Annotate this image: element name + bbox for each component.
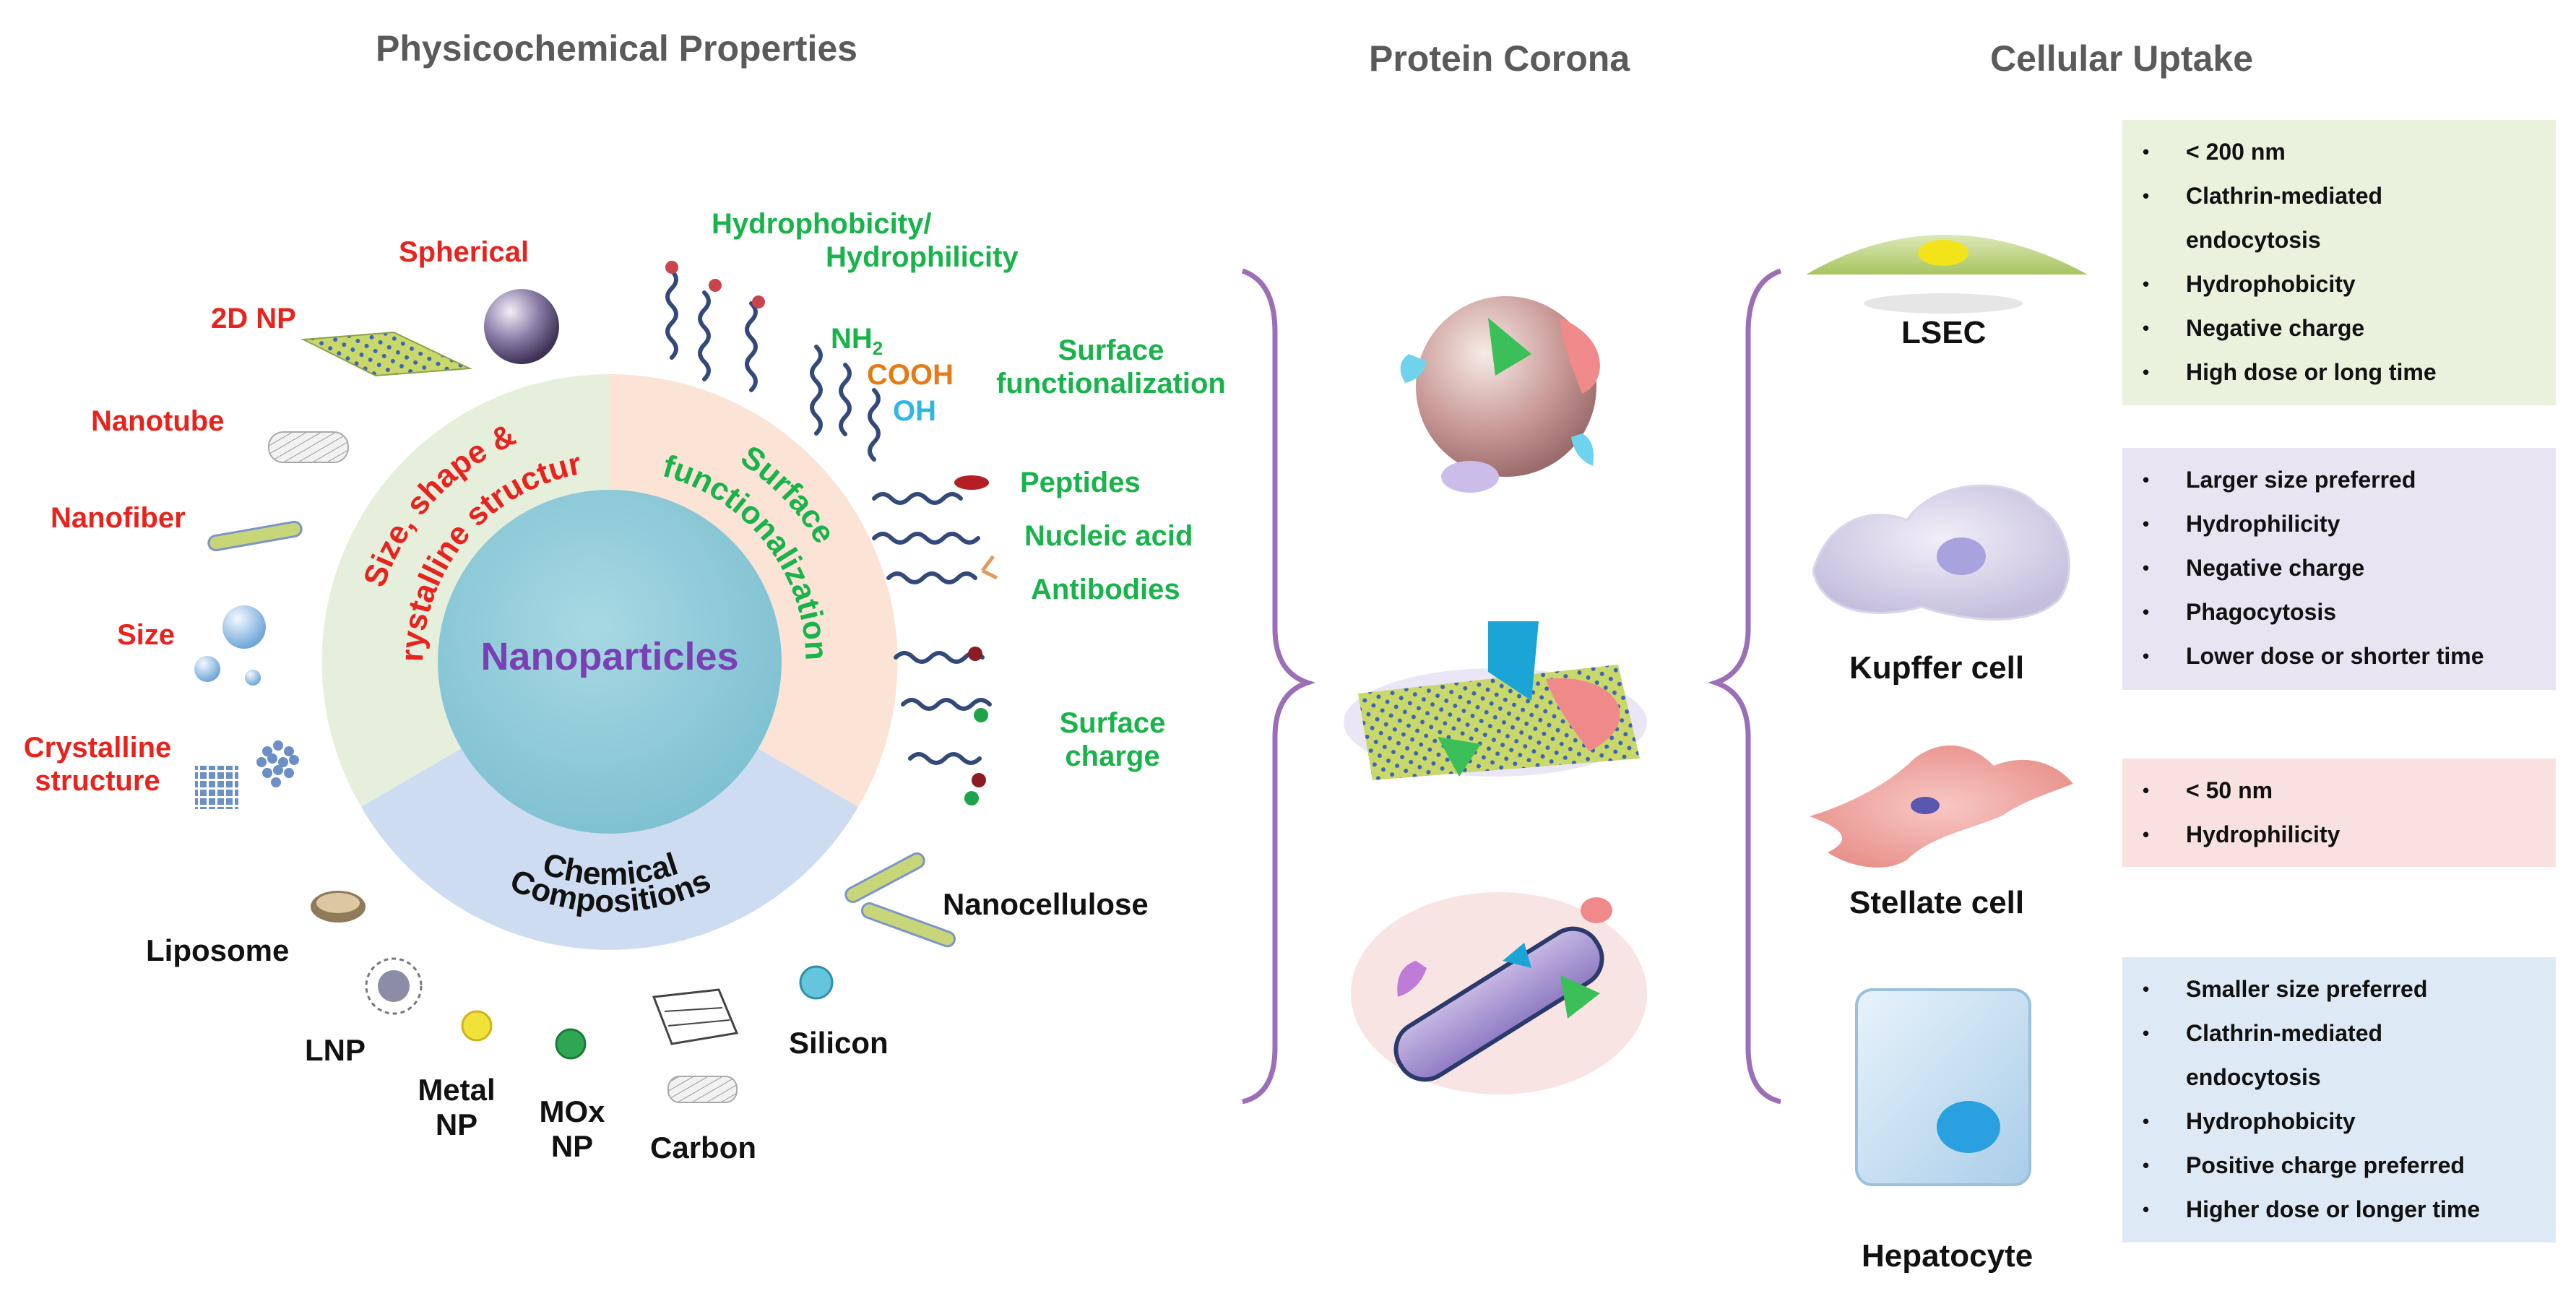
label-metal-np: Metal NP (418, 1073, 496, 1142)
label-nucleic-acid: Nucleic acid (1024, 520, 1193, 552)
hepatocyte-cell-icon (1855, 988, 2031, 1186)
cell-name-hepatocyte: Hepatocyte (1862, 1238, 2033, 1274)
list-item: •Phagocytosis (2143, 599, 2337, 625)
label-silicon: Silicon (789, 1026, 889, 1060)
label-surface-charge: Surface charge (1059, 707, 1166, 772)
list-item: •Hydrophilicity (2143, 511, 2341, 537)
carbon-icon (652, 988, 739, 1103)
list-item: •Hydrophobicity (2143, 271, 2356, 297)
nanoparticle-core (438, 490, 782, 834)
hepatocyte-info-box: •Smaller size preferred •Clathrin-mediat… (2122, 957, 2556, 1243)
right-brace (1707, 268, 1782, 1105)
label-oh: OH (893, 395, 936, 427)
lsec-cell-icon (1806, 235, 2088, 314)
list-item: endocytosis (2186, 227, 2321, 253)
list-item: •Smaller size preferred (2143, 976, 2428, 1002)
list-item: •High dose or long time (2143, 359, 2437, 385)
list-item: •< 200 nm (2143, 139, 2286, 165)
list-item: •Larger size preferred (2143, 467, 2416, 493)
label-antibodies: Antibodies (1031, 574, 1180, 605)
list-item: •Higher dose or longer time (2143, 1196, 2481, 1222)
purple-sphere-icon (484, 289, 559, 364)
corona-rod-icon (1351, 892, 1647, 1094)
stellate-info-box: •< 50 nm •Hydrophilicity (2122, 759, 2556, 867)
label-liposome: Liposome (146, 933, 290, 967)
label-size: Size (117, 619, 176, 651)
crystal-lattice-icon (195, 740, 299, 809)
label-spherical: Spherical (399, 236, 530, 268)
nanoparticle-ring (321, 373, 898, 950)
list-item: •Lower dose or shorter time (2143, 643, 2484, 669)
liposome-icon (311, 891, 366, 923)
nanotube-icon (268, 431, 349, 463)
label-peptides: Peptides (1020, 467, 1141, 498)
lnp-icon (365, 957, 423, 1015)
mox-np-icon (555, 1028, 587, 1060)
label-nh2: NH2 (831, 323, 883, 359)
label-mox-np: MOx NP (539, 1094, 605, 1164)
silicon-icon (799, 965, 834, 1000)
label-surface-functionalization: Surface functionalization (996, 334, 1226, 399)
header-physicochemical: Physicochemical Properties (376, 28, 857, 69)
list-item: •Positive charge preferred (2143, 1152, 2465, 1178)
label-2d-np: 2D NP (211, 303, 296, 334)
list-item: •Hydrophobicity (2143, 1108, 2356, 1134)
list-item: •Hydrophilicity (2143, 821, 2341, 847)
label-carbon: Carbon (650, 1131, 756, 1165)
lsec-info-box: •< 200 nm •Clathrin-mediated endocytosis… (2122, 120, 2556, 405)
list-item: •< 50 nm (2143, 777, 2273, 803)
label-nanotube: Nanotube (91, 405, 225, 437)
list-item: •Clathrin-mediated (2143, 183, 2383, 209)
cell-name-kupffer: Kupffer cell (1849, 650, 2025, 686)
corona-sphere-icon (1400, 296, 1600, 493)
2d-sheet-icon (301, 331, 472, 377)
chain-end-markers (665, 261, 998, 805)
nanoparticles-label: Nanoparticles (480, 635, 739, 678)
list-item: •Negative charge (2143, 315, 2365, 341)
label-cooh: COOH (867, 359, 954, 391)
metal-np-icon (461, 1010, 493, 1042)
list-item: endocytosis (2186, 1064, 2321, 1090)
corona-sheet-icon (1344, 621, 1647, 780)
kupffer-cell-icon (1812, 484, 2070, 621)
cell-name-stellate: Stellate cell (1849, 885, 2025, 920)
label-lnp: LNP (305, 1033, 366, 1067)
label-nanocellulose: Nanocellulose (943, 887, 1149, 921)
nanocellulose-icon (844, 852, 956, 948)
label-hydrophobicity: Hydrophobicity/ Hydrophilicity (712, 208, 1019, 273)
label-nanofiber: Nanofiber (51, 502, 186, 534)
list-item: •Clathrin-mediated (2143, 1020, 2383, 1046)
label-crystalline: Crystalline structure (23, 732, 172, 797)
wavy-chain-icon (665, 269, 992, 765)
header-cellular-uptake: Cellular Uptake (1990, 38, 2254, 79)
header-protein-corona: Protein Corona (1369, 38, 1630, 79)
list-item: •Negative charge (2143, 555, 2365, 581)
left-brace (1241, 268, 1316, 1105)
kupffer-info-box: •Larger size preferred •Hydrophilicity •… (2122, 448, 2556, 690)
nanofiber-icon (207, 520, 303, 552)
size-spheres-icon (194, 605, 266, 686)
cell-name-lsec: LSEC (1901, 315, 1987, 350)
stellate-cell-icon (1810, 745, 2073, 868)
